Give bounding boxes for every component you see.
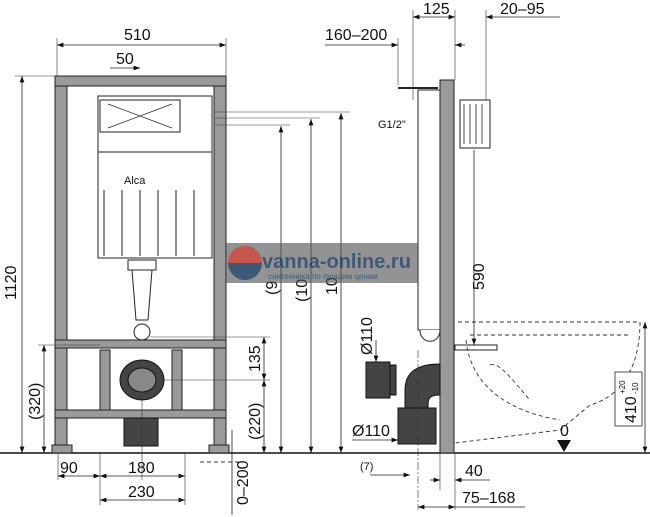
brand-logo: Alca [124, 175, 146, 187]
watermark-tagline: сантехника по лучшим ценам [268, 272, 378, 281]
dim-pipe-distance: 75–168 [462, 490, 515, 507]
dim-drain-height: (220) [247, 403, 264, 440]
toilet-outline [454, 321, 641, 444]
dim-frame-inner: 230 [128, 484, 155, 501]
front-frame [51, 75, 230, 454]
dim-pipe-vertical: Ø110 [359, 317, 376, 355]
cistern [97, 95, 213, 341]
dim-depth-frame: 125 [423, 1, 450, 18]
seat-tolerance-upper: +20 [618, 380, 627, 394]
dim-bolt-spacing: 180 [128, 460, 155, 477]
dim-width-total: 510 [124, 27, 151, 44]
seat-tolerance-lower: -10 [631, 382, 640, 394]
dim-floor-adjust: 0–200 [235, 460, 252, 505]
floor-level-marker [557, 440, 571, 452]
mounting-bolt [454, 344, 498, 351]
dim-supply-depth: 160–200 [325, 27, 387, 44]
seat-height-box [614, 371, 643, 427]
dim-support-height: (320) [27, 383, 44, 420]
dim-height-total: 1120 [3, 265, 20, 300]
floor-level-label: 0 [560, 423, 569, 440]
dim-b: (10 [294, 279, 311, 302]
side-drain-fittings [365, 361, 441, 445]
dim-drain-spacing: 135 [247, 345, 264, 372]
thread-label: G1/2" [378, 119, 406, 131]
dim-a: (9 [264, 281, 281, 295]
watermark-text: vanna-online.ru [262, 251, 411, 273]
dim-offset-top: 50 [116, 51, 134, 68]
dim-depth-adjust: 20–95 [500, 1, 545, 18]
wall-bracket [459, 99, 491, 149]
dim-wall-offset: 40 [465, 463, 483, 480]
side-frame [398, 79, 491, 454]
dim-seat-height: 410 [623, 396, 640, 423]
watermark: vanna-online.ru сантехника по лучшим цен… [226, 243, 418, 283]
dim-pipe-horizontal: Ø110 [352, 423, 390, 440]
dim-flush-height: 590 [471, 263, 488, 290]
dim-foot-width: 90 [60, 460, 78, 477]
dim-pipe-offset: (7) [360, 461, 373, 473]
